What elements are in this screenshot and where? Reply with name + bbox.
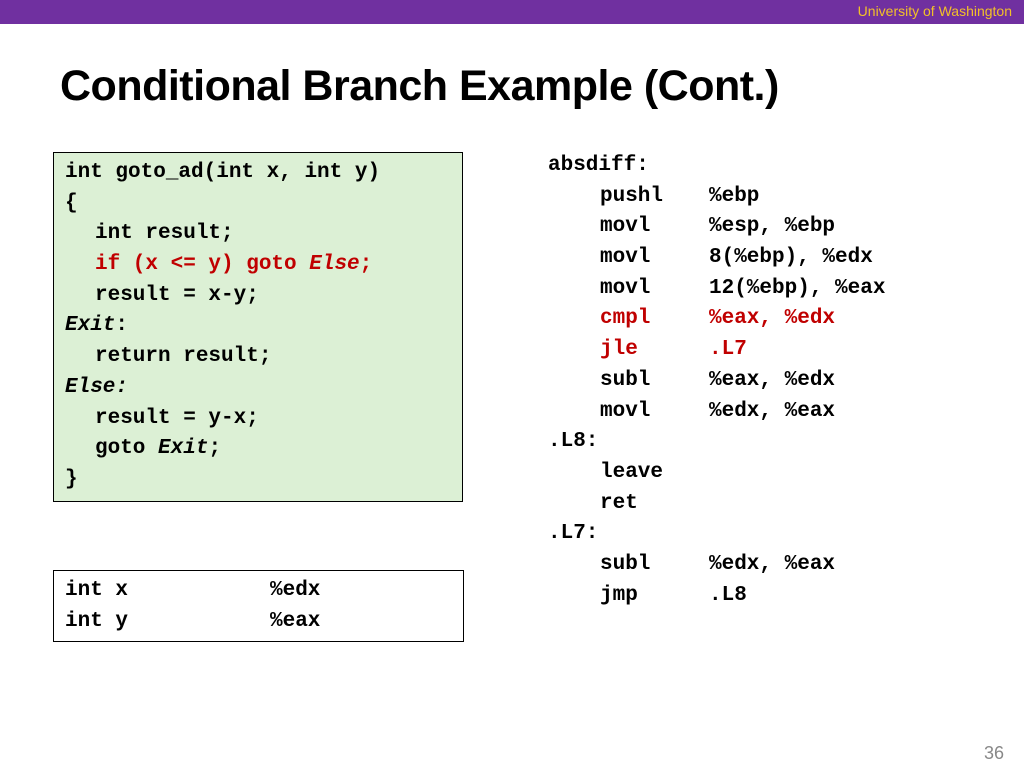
asm-line: pushl %ebp (548, 182, 968, 213)
university-label: University of Washington (857, 3, 1012, 19)
assembly-listing: absdiff: pushl %ebp movl %esp, %ebp movl 8(… (548, 151, 968, 611)
asm-op: ret (600, 491, 638, 515)
asm-op: movl (600, 246, 651, 270)
goto-suffix: ; (208, 437, 222, 461)
code-line-else-label: Else: (65, 375, 129, 399)
asm-op: subl (600, 552, 651, 576)
asm-line-cmpl: cmpl %eax, %edx (548, 304, 968, 335)
code-line-assign2: result = y-x; (95, 406, 259, 430)
asm-op: jle (600, 338, 638, 362)
register-map-row: int y %eax (65, 607, 463, 638)
asm-args: %eax, %edx (709, 307, 836, 331)
asm-op: leave (600, 460, 664, 484)
asm-label-absdiff: absdiff: (548, 154, 649, 177)
code-line-decl: int result; (95, 222, 234, 246)
register-map-var: int y (65, 609, 129, 633)
register-map-box: int x %edx int y %eax (53, 570, 464, 642)
code-line-goto: goto Exit; (65, 434, 462, 465)
code-line-if: if (x <= y) goto Else; (65, 250, 462, 281)
asm-args: .L8 (709, 583, 747, 607)
asm-op: movl (600, 215, 651, 239)
goto-exit-label: Exit (158, 437, 209, 461)
code-line-assign1: result = x-y; (95, 283, 259, 307)
asm-op: cmpl (600, 307, 651, 331)
asm-args: .L7 (709, 338, 747, 362)
asm-line: movl %edx, %eax (548, 397, 968, 428)
asm-args: %ebp (709, 184, 760, 208)
asm-line: subl %edx, %eax (548, 550, 968, 581)
if-prefix: if (x <= y) goto (95, 253, 310, 277)
asm-line: ret (548, 489, 968, 520)
asm-op: subl (600, 368, 651, 392)
asm-line: subl %eax, %edx (548, 366, 968, 397)
if-else-label: Else (309, 253, 360, 277)
asm-op: movl (600, 399, 651, 423)
asm-args: %edx, %eax (709, 552, 836, 576)
slide-title: Conditional Branch Example (Cont.) (60, 62, 779, 110)
exit-label: Exit (65, 314, 116, 338)
register-map-reg: %edx (270, 579, 321, 602)
page-number: 36 (983, 743, 1004, 763)
top-bar: University of Washington (0, 0, 1024, 24)
asm-line: movl %esp, %ebp (548, 212, 968, 243)
c-code-box: int goto_ad(int x, int y) { int result; … (53, 152, 463, 502)
asm-label-l8: .L8: (548, 430, 599, 454)
code-line-exit-label: Exit: (65, 311, 462, 342)
asm-op: pushl (600, 184, 664, 208)
asm-line: jmp .L8 (548, 581, 968, 612)
register-map-reg: %eax (270, 609, 321, 633)
register-map-row: int x %edx (65, 576, 463, 607)
asm-line: leave (548, 458, 968, 489)
asm-args: %eax, %edx (709, 368, 836, 392)
asm-op: jmp (600, 583, 638, 607)
code-line-return: return result; (95, 345, 272, 369)
asm-args: %esp, %ebp (709, 215, 836, 239)
asm-args: 12(%ebp), %eax (709, 276, 886, 300)
if-suffix: ; (359, 253, 373, 277)
exit-colon: : (115, 314, 129, 338)
asm-line-jle: jle .L7 (548, 335, 968, 366)
asm-args: %edx, %eax (709, 399, 836, 423)
goto-prefix: goto (95, 437, 159, 461)
asm-line: movl 12(%ebp), %eax (548, 274, 968, 305)
register-map-var: int x (65, 579, 129, 602)
asm-args: 8(%ebp), %edx (709, 246, 873, 270)
asm-line: movl 8(%ebp), %edx (548, 243, 968, 274)
asm-label-l7: .L7: (548, 522, 599, 546)
code-line-signature: int goto_ad(int x, int y) (65, 161, 381, 184)
asm-op: movl (600, 276, 651, 300)
code-line-close-brace: } (65, 467, 78, 491)
code-line-open-brace: { (65, 191, 78, 215)
